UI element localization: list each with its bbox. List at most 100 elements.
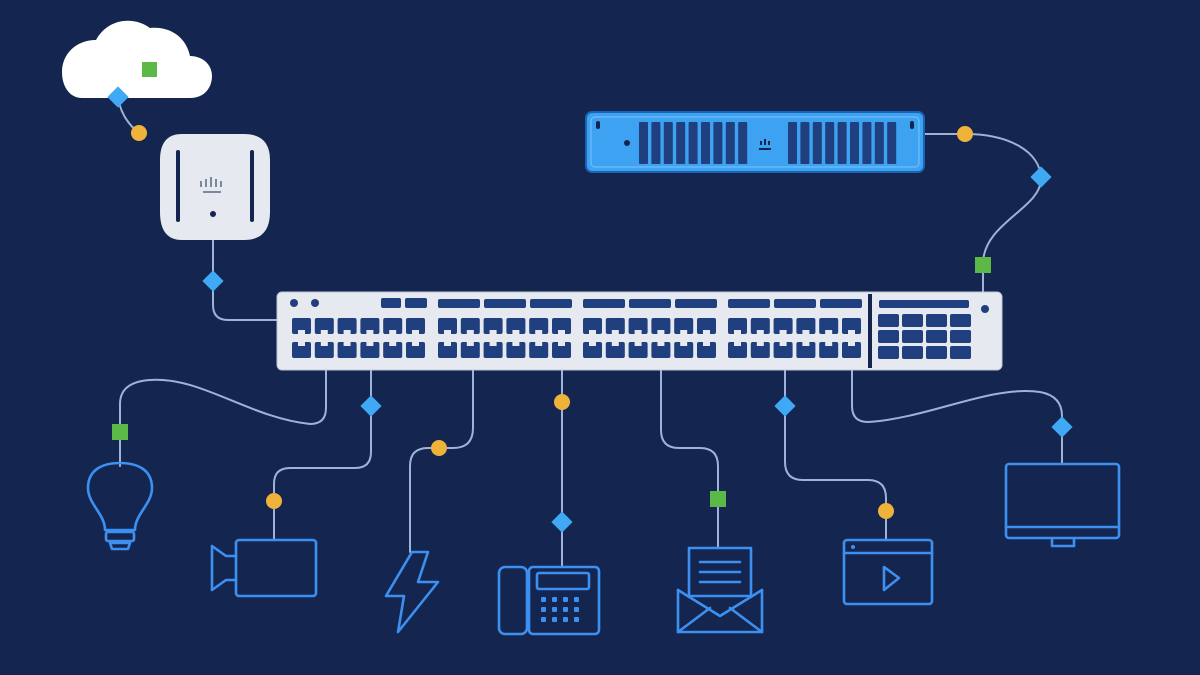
port-latch [558, 342, 565, 346]
keypad-key [552, 607, 557, 612]
server-drive-bays-left [639, 122, 748, 164]
port-latch [589, 330, 596, 334]
port-latch [366, 342, 374, 346]
keypad-key [552, 617, 557, 622]
circle-marker [957, 126, 973, 142]
ethernet-port [406, 342, 425, 358]
ethernet-port [292, 318, 311, 334]
keypad-key [541, 607, 546, 612]
keypad-key [563, 617, 568, 622]
keypad-key [563, 607, 568, 612]
ethernet-port [773, 318, 793, 334]
ethernet-port [674, 342, 694, 358]
port-latch [848, 330, 855, 334]
uplink-port [950, 314, 971, 327]
port-latch [320, 342, 328, 346]
switch-port-array [292, 318, 861, 358]
circle-marker [554, 394, 570, 410]
status-bar [583, 299, 625, 308]
wire-switch-to-bulb [119, 369, 327, 467]
ethernet-port [773, 342, 793, 358]
ethernet-port [674, 318, 694, 334]
status-bar [675, 299, 717, 308]
phone-icon [497, 565, 601, 636]
ethernet-port [360, 318, 380, 334]
port-latch [703, 330, 710, 334]
drive-bay [812, 122, 822, 164]
ethernet-port [750, 318, 770, 334]
ethernet-port [605, 318, 625, 334]
port-latch [512, 330, 520, 334]
ethernet-port [506, 342, 526, 358]
lightbulb-icon [86, 461, 154, 551]
uplink-port [950, 330, 971, 343]
ethernet-port [438, 318, 457, 334]
port-latch [657, 330, 665, 334]
port-latch [298, 330, 305, 334]
ethernet-port [796, 342, 816, 358]
square-marker [975, 257, 991, 273]
ethernet-port [697, 318, 716, 334]
port-latch [589, 342, 596, 346]
port-latch [558, 330, 565, 334]
ethernet-port [552, 342, 571, 358]
keypad-key [541, 597, 546, 602]
keypad-key [574, 607, 579, 612]
ethernet-port [483, 318, 503, 334]
uplink-port [902, 346, 923, 359]
wire-switch-to-video [784, 369, 887, 541]
ethernet-port [819, 342, 839, 358]
uplink-port [902, 314, 923, 327]
square-marker [710, 491, 726, 507]
switch-uplink-ports [878, 314, 971, 359]
port-latch [535, 330, 543, 334]
diamond-marker [551, 511, 573, 533]
port-latch [802, 330, 810, 334]
uplink-port [902, 330, 923, 343]
status-bar [820, 299, 862, 308]
ethernet-port [796, 318, 816, 334]
ethernet-port [728, 342, 747, 358]
drive-bay [788, 122, 797, 164]
square-marker [112, 424, 128, 440]
port-latch [444, 330, 451, 334]
drive-bay [725, 122, 735, 164]
drive-bay [825, 122, 835, 164]
port-latch [802, 342, 810, 346]
wire-switch-to-monitor [851, 369, 1063, 464]
ethernet-port [337, 318, 357, 334]
ethernet-port [383, 342, 403, 358]
uplink-port [926, 314, 947, 327]
port-latch [848, 342, 855, 346]
monitor-icon [1004, 462, 1121, 548]
port-latch [489, 342, 497, 346]
port-latch [611, 342, 619, 346]
port-latch [680, 330, 688, 334]
video-window-icon [842, 538, 934, 606]
port-latch [489, 330, 497, 334]
ethernet-port [438, 342, 457, 358]
switch-icon [276, 291, 1003, 371]
port-latch [298, 342, 305, 346]
diamond-marker [774, 395, 796, 417]
ethernet-port [628, 318, 648, 334]
wire-ap-to-switch [212, 239, 280, 321]
diamond-marker [107, 86, 129, 108]
circle-marker [878, 503, 894, 519]
circle-marker [431, 440, 447, 456]
ethernet-port [651, 318, 671, 334]
ethernet-port [819, 318, 839, 334]
drive-bay [874, 122, 884, 164]
status-bar [438, 299, 480, 308]
uplink-port [878, 346, 899, 359]
ethernet-port [460, 342, 480, 358]
ethernet-port [750, 342, 770, 358]
port-latch [343, 330, 351, 334]
port-latch [444, 342, 451, 346]
drive-bay [676, 122, 686, 164]
port-latch [634, 330, 642, 334]
ethernet-port [651, 342, 671, 358]
port-latch [389, 330, 397, 334]
